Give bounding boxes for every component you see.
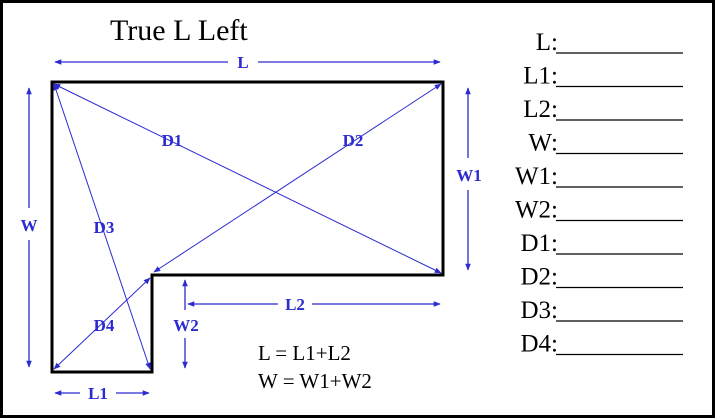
field-label-d4: D4: (521, 331, 559, 358)
label-l: L (237, 53, 248, 72)
field-label-l: L: (536, 29, 558, 56)
diagonal-d1 (53, 83, 442, 274)
formula-length: L = L1+L2 (258, 341, 351, 365)
field-label-w1: W1: (515, 163, 558, 190)
measurement-fields: L: L1: L2: W: W1: W2: D1: D2: D3: D4: (515, 29, 683, 358)
label-w: W (21, 216, 38, 235)
label-w1: W1 (456, 166, 482, 185)
label-d3: D3 (94, 218, 115, 237)
label-d4: D4 (94, 316, 115, 335)
label-l1: L1 (88, 384, 108, 403)
field-label-w: W: (528, 130, 558, 157)
label-d2: D2 (343, 131, 364, 150)
field-label-d2: D2: (521, 264, 559, 291)
field-label-l1: L1: (523, 63, 558, 90)
diagram-title: True L Left (110, 14, 248, 47)
formula-width: W = W1+W2 (258, 369, 372, 393)
field-label-l2: L2: (523, 96, 558, 123)
diagonal-d4 (53, 277, 151, 370)
field-label-d3: D3: (521, 297, 559, 324)
label-d1: D1 (162, 131, 183, 150)
field-label-d1: D1: (521, 230, 559, 257)
diagonal-d2 (153, 83, 442, 273)
l-shape-outline (50, 80, 445, 374)
label-l2: L2 (285, 295, 305, 314)
field-label-w2: W2: (515, 197, 558, 224)
label-w2: W2 (173, 316, 199, 335)
